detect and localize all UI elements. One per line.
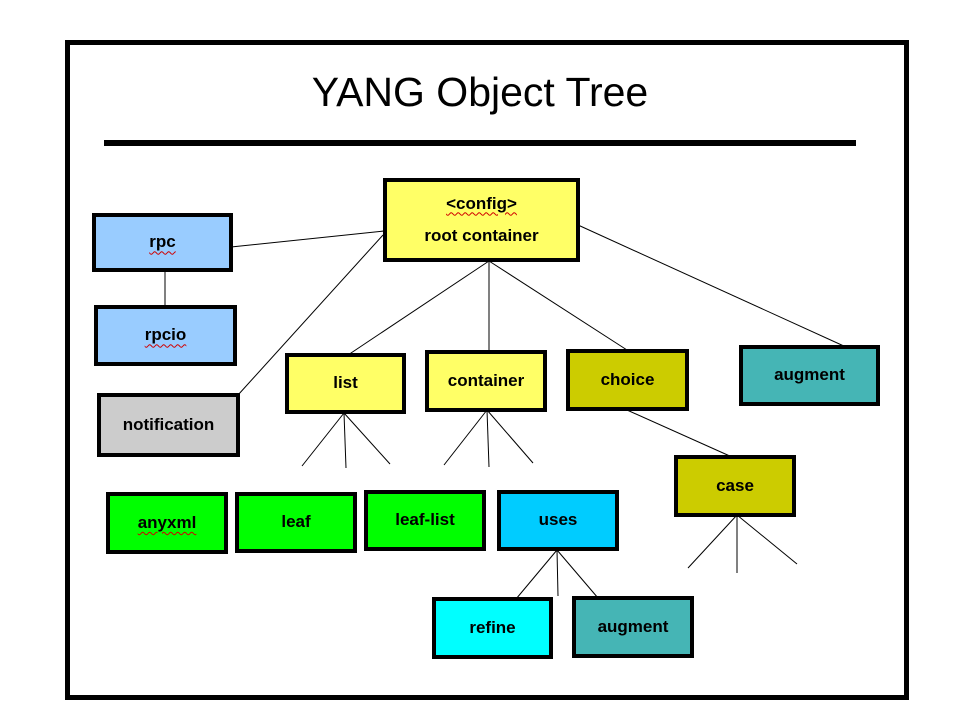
node-rpcio: rpcio [94, 305, 237, 366]
list-label: list [333, 373, 358, 393]
augment-uses-label: augment [597, 616, 669, 636]
diagram-title: YANG Object Tree [311, 69, 649, 115]
rpcio-label: rpcio [144, 325, 187, 345]
title-divider [104, 140, 856, 146]
node-leaf: leaf [235, 492, 357, 553]
node-refine: refine [432, 597, 553, 659]
container-label: container [447, 370, 525, 390]
leaf-label: leaf [281, 512, 311, 532]
node-anyxml: anyxml [106, 492, 228, 554]
root-container-label: root container [424, 226, 539, 245]
node-notification: notification [97, 393, 240, 457]
augment-top-label: augment [774, 365, 845, 385]
node-choice: choice [566, 349, 689, 411]
node-root-container: <config> root container [383, 178, 580, 262]
choice-label: choice [600, 369, 655, 389]
root-config-label: <config> [446, 193, 517, 213]
anyxml-label: anyxml [137, 512, 197, 532]
node-uses: uses [497, 490, 619, 551]
case-label: case [716, 475, 754, 495]
leaf-list-label: leaf-list [395, 510, 455, 530]
node-container: container [425, 350, 547, 412]
notification-label: notification [122, 414, 215, 434]
node-case: case [674, 455, 796, 517]
node-list: list [285, 353, 406, 414]
node-leaf-list: leaf-list [364, 490, 486, 551]
node-rpc: rpc [92, 213, 233, 272]
node-augment-uses: augment [572, 596, 694, 658]
diagram-frame [65, 40, 909, 700]
refine-label: refine [469, 617, 516, 637]
node-augment-top: augment [739, 345, 880, 406]
uses-label: uses [538, 510, 578, 530]
rpc-label: rpc [149, 232, 176, 252]
